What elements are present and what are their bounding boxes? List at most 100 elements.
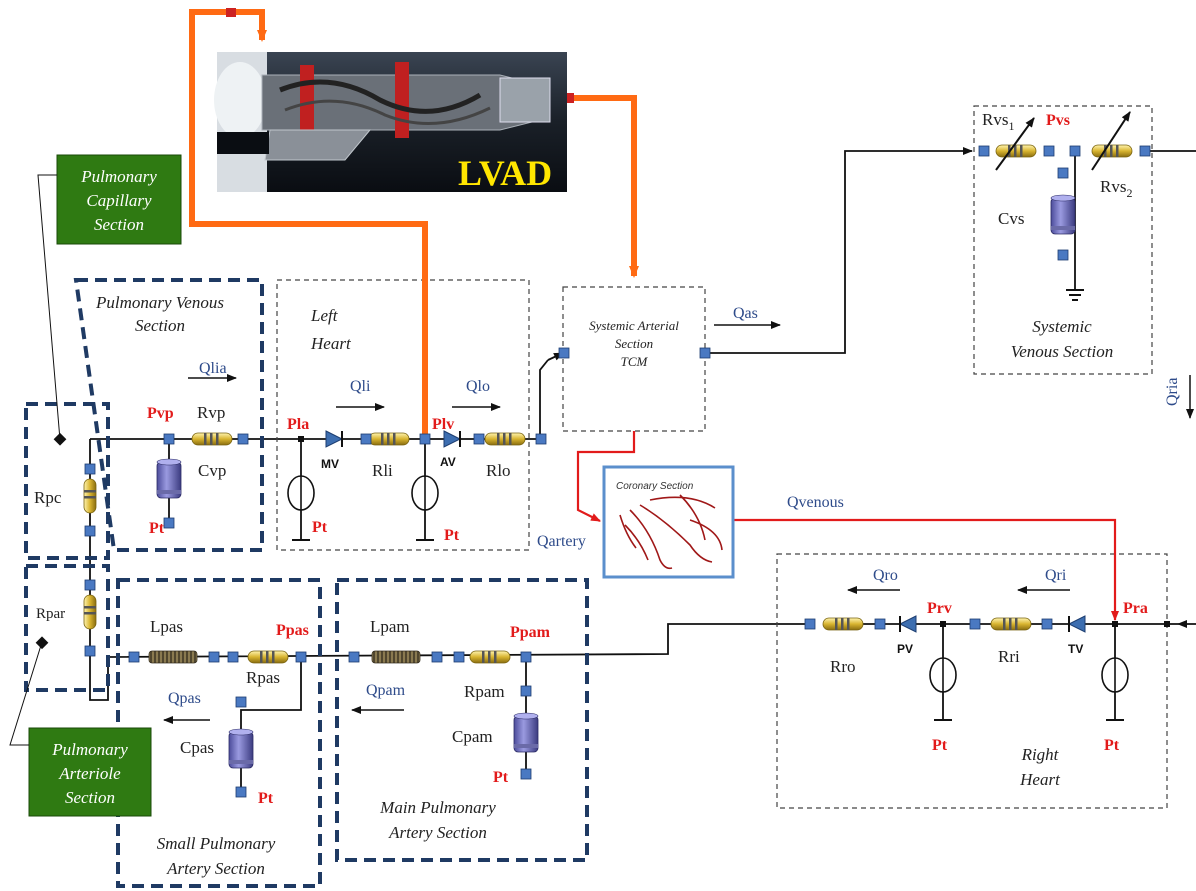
pv-label: PV: [897, 642, 913, 656]
plv-pressure-source: [411, 475, 439, 511]
qpas-label: Qpas: [168, 690, 201, 707]
lvad-inlet-marker: [226, 8, 236, 17]
cpas-capacitor: [228, 728, 254, 769]
qli-label: Qli: [350, 378, 371, 395]
pt-label: Pt: [149, 520, 165, 537]
pt-label: Pt: [493, 769, 509, 786]
lpas-label: Lpas: [150, 617, 183, 636]
cvs-label: Cvs: [998, 209, 1024, 228]
left-heart-title: Left: [310, 306, 339, 325]
qartery-label: Qartery: [537, 533, 586, 550]
qlia-label: Qlia: [199, 360, 227, 377]
qas-label: Qas: [733, 305, 758, 322]
ppam-label: Ppam: [510, 624, 551, 641]
mitral-valve: [325, 430, 343, 448]
coronary-section-label: Coronary Section: [616, 481, 694, 492]
pvs-label: Pvs: [1046, 112, 1070, 129]
rvp-label: Rvp: [197, 403, 225, 422]
callout-line: Section: [65, 788, 115, 807]
pvp-label: Pvp: [147, 405, 174, 422]
callout-line: Arteriole: [58, 764, 121, 783]
mv-label: MV: [321, 457, 339, 471]
callout-line: Pulmonary: [51, 740, 128, 759]
lvad-device-image: LVAD: [214, 52, 567, 193]
prv-label: Prv: [927, 600, 952, 617]
pulmonary-capillary-box: [24, 402, 110, 560]
cvs-capacitor: [1050, 194, 1076, 235]
lpas-inductor: [148, 650, 198, 664]
rvs2-label-text: Rvs: [1100, 177, 1126, 196]
systemic-arterial-title: TCM: [621, 354, 649, 369]
systemic-venous-title: Venous Section: [1011, 342, 1113, 361]
callout-line: Capillary: [86, 191, 152, 210]
qpam-label: Qpam: [366, 682, 406, 699]
qri-label: Qri: [1045, 567, 1067, 584]
section-boxes: [24, 105, 1168, 888]
rpas-resistor: [247, 650, 289, 664]
lpam-label: Lpam: [370, 617, 410, 636]
small-pulmonary-artery-title: Artery Section: [166, 859, 265, 878]
rvs1-label-text: Rvs: [982, 110, 1008, 129]
rli-label: Rli: [372, 461, 393, 480]
rvs2-subscript: 2: [1126, 186, 1132, 200]
pt-label: Pt: [312, 519, 328, 536]
rro-label: Rro: [830, 657, 856, 676]
coronary-image-box: [602, 465, 735, 579]
systemic-arterial-title: Section: [615, 336, 653, 351]
main-pulmonary-artery-title: Artery Section: [388, 823, 487, 842]
rvs2-resistor: [1091, 144, 1133, 158]
qlo-label: Qlo: [466, 378, 490, 395]
pt-label: Pt: [444, 527, 460, 544]
av-label: AV: [440, 455, 456, 469]
rlo-resistor: [484, 432, 526, 446]
qro-label: Qro: [873, 567, 898, 584]
pla-label: Pla: [287, 416, 309, 433]
pulmonary-venous-title: Section: [135, 316, 185, 335]
pulmonary-venous-box: [73, 278, 264, 552]
tricuspid-valve: [1068, 615, 1086, 633]
rvp-resistor: [191, 432, 233, 446]
pt-label: Pt: [1104, 737, 1120, 754]
right-heart-title: Heart: [1019, 770, 1061, 789]
ppas-label: Ppas: [276, 622, 309, 639]
rri-resistor: [990, 617, 1032, 631]
lpam-inductor: [371, 650, 421, 664]
right-heart-box: [776, 553, 1168, 809]
pulmonary-venous-title: Pulmonary Venous: [95, 293, 224, 312]
pulmonary-arteriole-callout: Pulmonary Arteriole Section: [9, 636, 152, 817]
right-heart-title: Right: [1021, 745, 1060, 764]
ground-symbols: [292, 289, 1124, 721]
systemic-venous-box: [973, 105, 1153, 375]
variable-resistor-arrows: [995, 111, 1131, 171]
pt-label: Pt: [932, 737, 948, 754]
rvs1-subscript: 1: [1008, 119, 1014, 133]
lvad-outlet-marker: [566, 93, 574, 103]
rri-label: Rri: [998, 647, 1020, 666]
connection-nodes: [84, 145, 1151, 798]
systemic-arterial-box: [562, 286, 706, 432]
callout-line: Pulmonary: [80, 167, 157, 186]
systemic-arterial-title: Systemic Arterial: [589, 318, 679, 333]
main-pulmonary-artery-title: Main Pulmonary: [379, 798, 496, 817]
rpas-label: Rpas: [246, 668, 280, 687]
pra-pressure-source: [1101, 657, 1129, 693]
rvs1-resistor: [995, 144, 1037, 158]
pulmonary-valve: [899, 615, 917, 633]
rpam-resistor: [469, 650, 511, 664]
aortic-valve: [443, 430, 461, 448]
rpc-resistor: [83, 478, 97, 514]
flow-arrows: [163, 321, 1194, 724]
cvp-capacitor: [156, 458, 182, 499]
pt-label: Pt: [258, 790, 274, 807]
qvenous-label: Qvenous: [787, 494, 844, 511]
tv-label: TV: [1068, 642, 1083, 656]
coronary-vessels-image: [619, 494, 723, 570]
systemic-venous-title: Systemic: [1032, 317, 1092, 336]
rpam-label: Rpam: [464, 682, 505, 701]
plv-label: Plv: [432, 416, 454, 433]
small-pulmonary-artery-title: Small Pulmonary: [157, 834, 276, 853]
cpam-label: Cpam: [452, 727, 493, 746]
main-pulmonary-artery-box: [335, 578, 589, 862]
callout-line: Section: [94, 215, 144, 234]
